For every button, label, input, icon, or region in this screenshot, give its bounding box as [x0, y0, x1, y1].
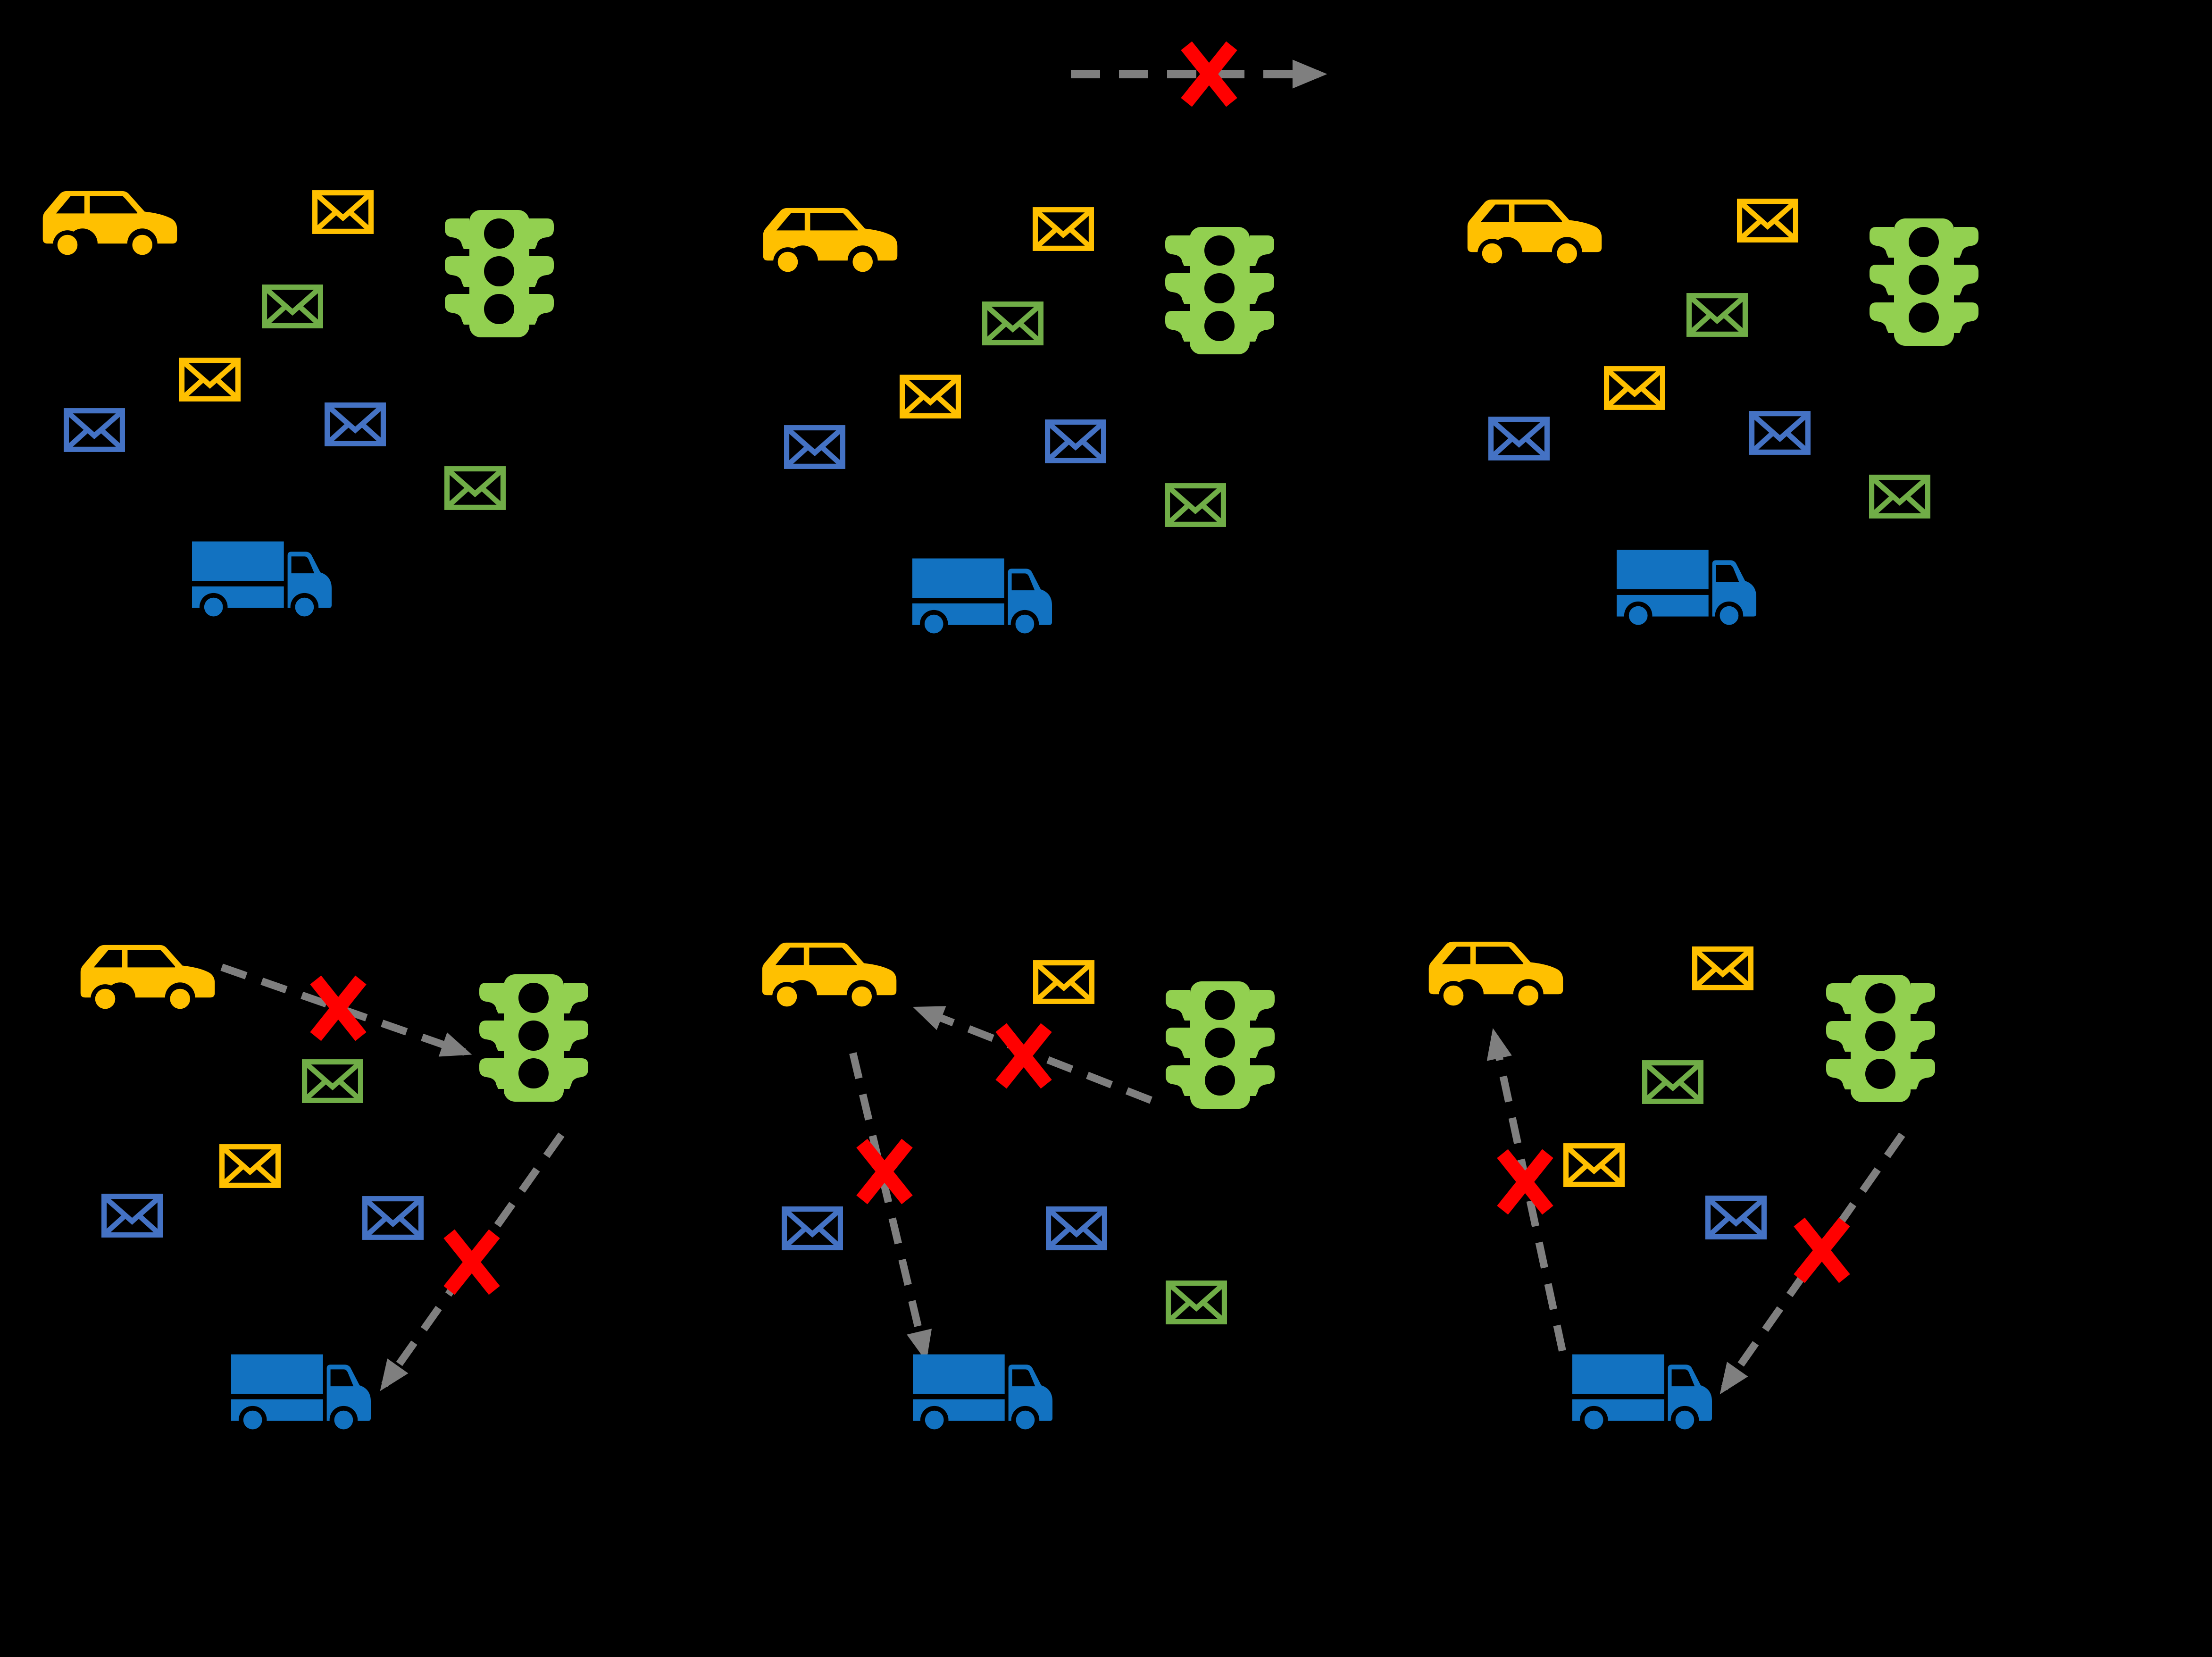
panel-items	[1428, 941, 1935, 1434]
v2x-link-arrow	[1720, 1132, 1905, 1395]
car-icon	[42, 191, 177, 260]
message-envelope-icon	[67, 411, 123, 450]
truck-icon	[1572, 1354, 1712, 1434]
car-icon	[1428, 941, 1563, 1011]
message-envelope-icon	[1036, 963, 1092, 1002]
message-envelope-icon	[265, 287, 321, 326]
message-envelope-icon	[1607, 369, 1663, 408]
message-envelope-icon	[1491, 419, 1547, 458]
panel-items	[762, 942, 1275, 1434]
legend-blocked-link	[1071, 46, 1327, 102]
message-envelope-icon	[1689, 296, 1745, 335]
message-envelope-icon	[787, 428, 843, 467]
car-icon	[762, 942, 897, 1012]
message-envelope-icon	[104, 1197, 160, 1235]
truck-icon	[231, 1354, 371, 1434]
panel-items	[42, 191, 554, 621]
traffic-light-icon	[1826, 975, 1935, 1102]
message-envelope-icon	[182, 360, 238, 399]
message-envelope-icon	[985, 304, 1041, 343]
panel-top-right	[1467, 199, 1978, 630]
message-envelope-icon	[1708, 1198, 1764, 1237]
panel-items	[1467, 199, 1978, 630]
car-icon	[763, 208, 898, 277]
car-icon	[80, 945, 215, 1014]
blocked-cross-icon	[316, 980, 361, 1037]
traffic-light-icon	[1870, 218, 1978, 346]
v2x-link-arrow	[1486, 1028, 1566, 1352]
message-envelope-icon	[1872, 477, 1928, 516]
panel-top-middle	[763, 208, 1274, 638]
diagram-layer	[42, 46, 1978, 1434]
message-envelope-icon	[1752, 414, 1808, 452]
panel-bottom-middle	[762, 942, 1275, 1434]
traffic-light-icon	[479, 974, 588, 1102]
message-envelope-icon	[902, 377, 959, 416]
message-envelope-icon	[1566, 1146, 1622, 1185]
blocked-cross-icon	[449, 1234, 494, 1290]
message-envelope-icon	[1645, 1063, 1701, 1102]
car-icon	[1467, 199, 1602, 268]
message-envelope-icon	[327, 405, 384, 444]
message-envelope-icon	[1048, 422, 1104, 461]
truck-icon	[912, 558, 1052, 638]
message-envelope-icon	[1740, 201, 1796, 240]
message-envelope-icon	[1035, 210, 1092, 249]
blocked-cross-icon	[1001, 1028, 1046, 1084]
panel-crosses	[1502, 1154, 1845, 1279]
message-envelope-icon	[222, 1147, 278, 1186]
message-envelope-icon	[305, 1062, 361, 1101]
panel-links	[849, 1006, 1152, 1362]
panel-top-left	[42, 191, 554, 621]
panel-items	[763, 208, 1274, 638]
message-envelope-icon	[365, 1199, 421, 1238]
blocked-cross-icon	[1799, 1222, 1845, 1279]
message-envelope-icon	[785, 1209, 841, 1248]
message-envelope-icon	[1695, 949, 1751, 988]
message-envelope-icon	[1049, 1209, 1105, 1248]
message-envelope-icon	[447, 469, 503, 508]
truck-icon	[192, 541, 332, 621]
panel-links	[1486, 1028, 1905, 1395]
panel-bottom-left	[80, 945, 588, 1434]
panel-crosses	[862, 1028, 1046, 1200]
v2x-link-arrow	[912, 1006, 1152, 1104]
message-envelope-icon	[315, 193, 371, 232]
truck-icon	[913, 1354, 1053, 1434]
message-envelope-icon	[1169, 1283, 1225, 1322]
message-envelope-icon	[1168, 486, 1224, 525]
panel-bottom-right	[1428, 941, 1935, 1434]
v2x-link-arrow	[849, 1052, 932, 1362]
traffic-light-icon	[1165, 227, 1274, 354]
truck-icon	[1617, 550, 1757, 630]
panel-crosses	[316, 980, 494, 1290]
traffic-light-icon	[445, 210, 554, 337]
traffic-light-icon	[1166, 981, 1275, 1109]
